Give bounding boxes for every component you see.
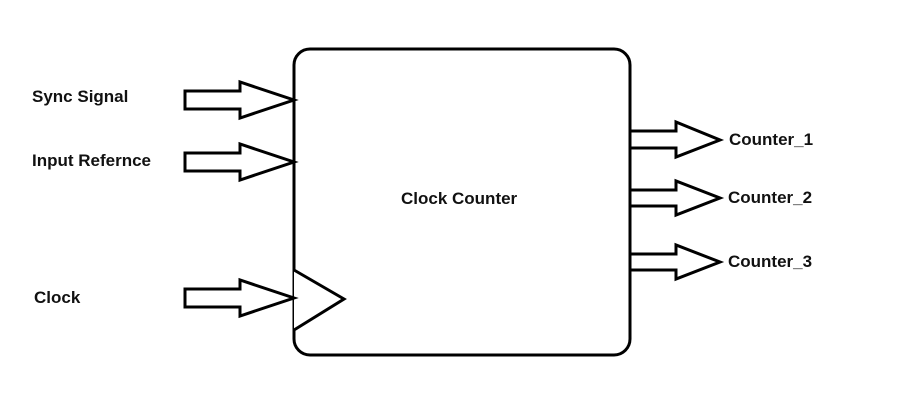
input-label-clock: Clock xyxy=(34,288,81,307)
output-label-counter-3: Counter_3 xyxy=(728,252,813,271)
input-label-sync-signal: Sync Signal xyxy=(32,87,129,106)
output-arrow-counter-1 xyxy=(628,119,725,160)
block-label: Clock Counter xyxy=(401,189,518,208)
output-arrow-counter-2 xyxy=(628,178,725,218)
input-arrow-input-reference xyxy=(183,141,299,183)
input-arrow-sync-signal xyxy=(183,79,299,121)
output-arrow-counter-3 xyxy=(628,242,725,282)
output-label-counter-2: Counter_2 xyxy=(728,188,813,207)
input-label-input-reference: Input Refernce xyxy=(32,151,152,170)
input-arrow-clock xyxy=(183,277,299,319)
output-label-counter-1: Counter_1 xyxy=(729,130,814,149)
clock-edge-triangle xyxy=(293,268,347,332)
